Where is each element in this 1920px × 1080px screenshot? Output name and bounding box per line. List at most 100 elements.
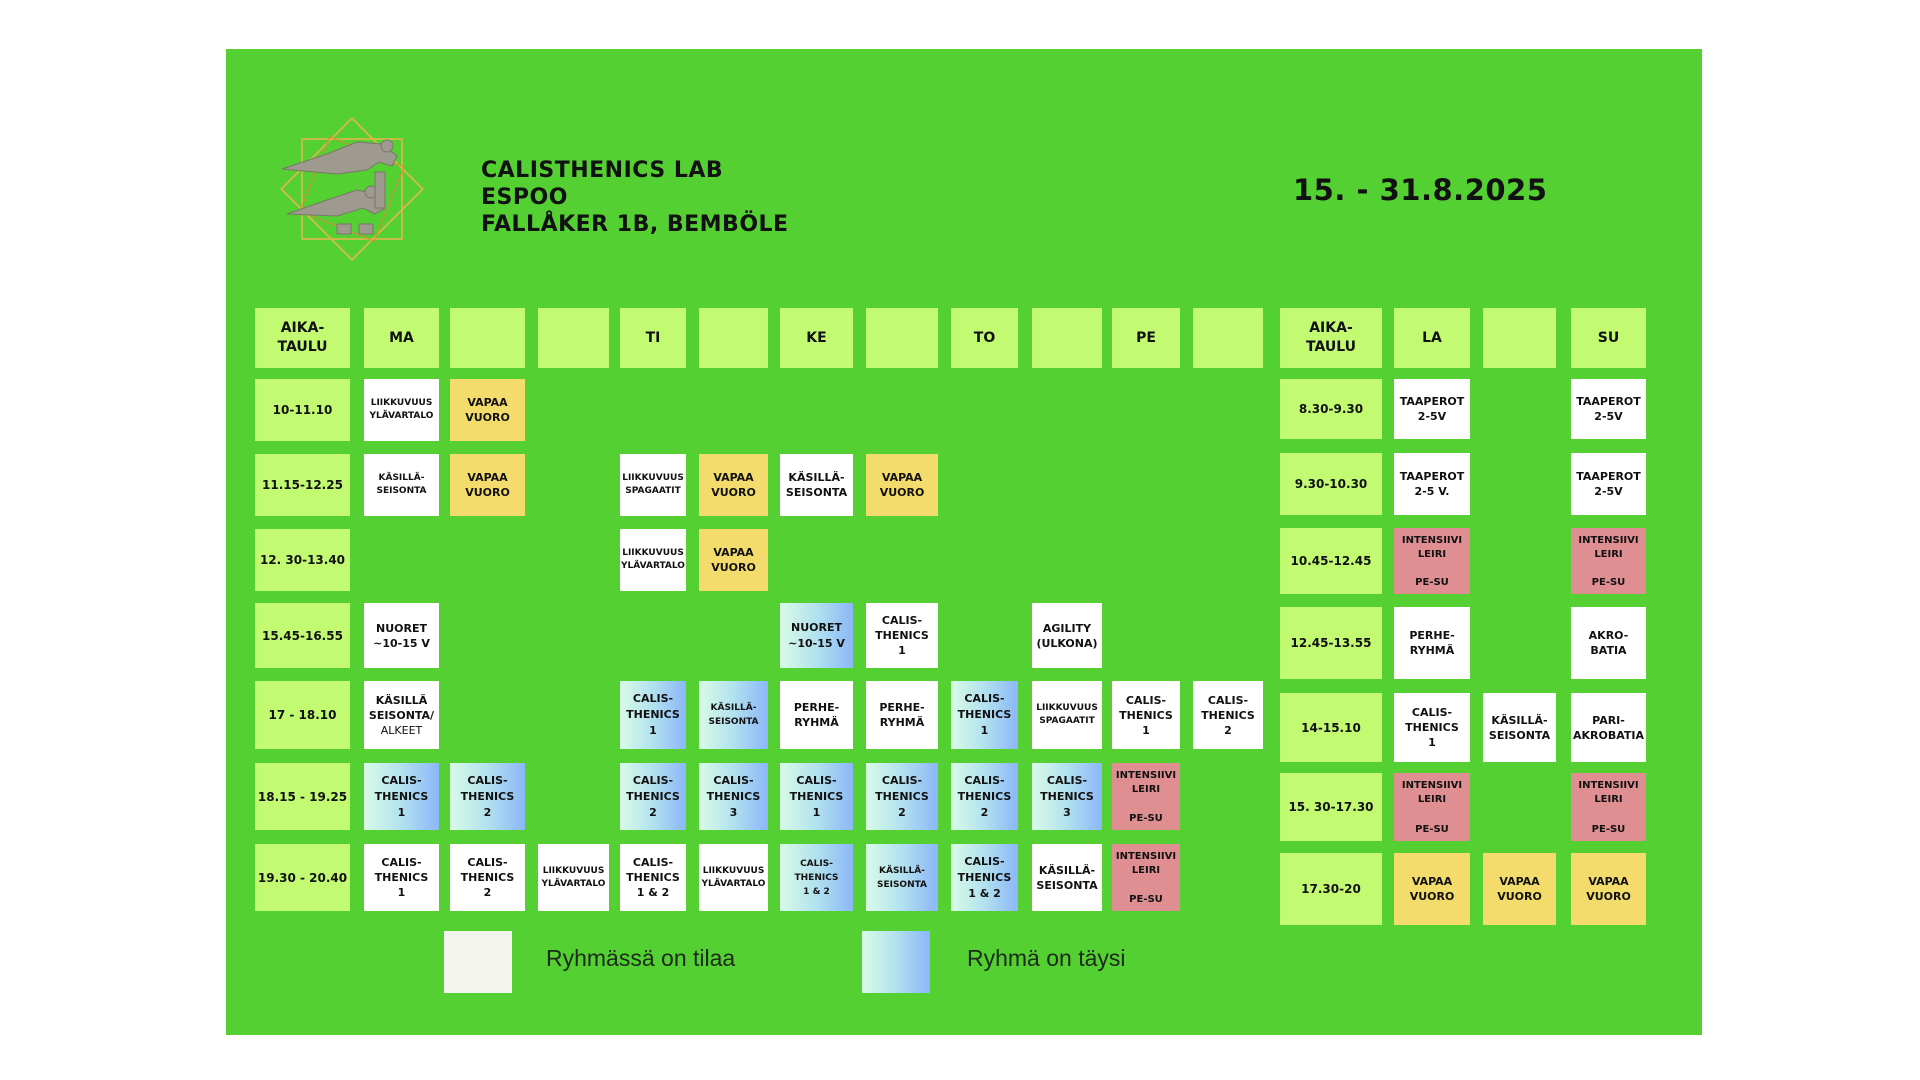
schedule-poster: CALISTHENICS LAB ESPOO FALLÅKER 1B, BEMB… [226,49,1702,1035]
cell-text-line: 15. 30-17.30 [1288,800,1374,814]
cell-text-line: YLÄVARTALO [621,561,685,571]
cell-text-line: THENICS [626,789,680,803]
cell-text-line: THENICS [957,789,1012,803]
weekday-class-cell: KÄSILLÄ- SEISONTA [866,844,938,911]
weekday-class-cell: NUORET~10-15 V [364,603,439,668]
cell-text-line: THENICS [1040,789,1094,803]
cell-text-line: 3 [729,805,738,819]
cell-text-line: VUORO [711,561,756,574]
cell-text-line: LIIKKUVUUS [702,865,765,876]
cell-text-line: SEISONTA [1036,878,1098,892]
cell-text-line: KÄSILLÄ- [879,865,925,876]
cell-text-line: THENICS [374,789,429,803]
cell-text-line: TI [645,329,661,346]
cell-text-line: 11.15-12.25 [262,478,343,492]
cell-text-line: VUORO [879,486,925,499]
weekday-header-10: PE [1112,308,1180,368]
cell-text-line: SEISONTA [876,879,928,890]
cell-text-line: 1 [397,886,406,899]
cell-text-line: 18.15 - 19.25 [257,789,348,804]
cell-text-line: LEIRI [1131,784,1161,795]
class-title: INTENSIIVI LEIRI [1116,769,1176,797]
cell-text-line: SEISONTA/ [368,708,435,722]
title-line-city: ESPOO [481,185,568,210]
class-footer: PE-SU [1415,824,1449,835]
cell-text-line: VAPAA [713,546,754,559]
weekday-time-slot: 10-11.10 [255,379,350,441]
cell-text-line: THENICS [460,789,515,803]
cell-text-line: 3 [1063,805,1071,819]
cell-text-line: 2-5V [1594,485,1623,498]
cell-text-line: THENICS [1201,708,1255,722]
cell-text-line: 12.45-13.55 [1290,636,1372,650]
weekday-header-6: KE [780,308,853,368]
cell-text-line: CALIS- [467,856,508,869]
cell-text-line: NUORET [376,621,427,635]
cell-text-line: VAPAA [467,471,508,484]
legend-full-swatch [862,931,930,993]
cell-text-line: VAPAA [881,471,923,484]
weekend-time-slot: 17.30-20 [1280,853,1382,925]
cell-text-line: VUORO [711,486,756,499]
weekend-header-2 [1483,308,1556,368]
cell-text-line: INTENSIIVI [1115,770,1177,781]
cell-text-line: 17 - 18.10 [268,708,337,722]
weekday-class-cell: KÄSILLÄ-SEISONTA [780,454,853,516]
class-footer: PE-SU [1129,813,1163,824]
cell-text-line: CALIS- [1125,693,1167,707]
weekday-header-7 [866,308,938,368]
cell-text-line: YLÄVARTALO [369,411,434,421]
weekday-time-slot: 12. 30-13.40 [255,529,350,591]
cell-text-line: 2 [483,805,492,819]
cell-text-line: THENICS [957,870,1012,884]
cell-text-line: 2 [649,805,657,819]
title-line-name: CALISTHENICS LAB [481,158,724,183]
class-subtitle: ALKEET [380,723,423,737]
cell-text-line: PERHE- [793,701,840,714]
cell-text-line: KÄSILLÄ- [1491,713,1548,727]
cell-text-line: 2 [483,886,492,899]
cell-text-line: 1 [1428,736,1436,749]
cell-text-line: CALIS- [632,692,674,705]
cell-text-line: 17.30-20 [1301,882,1361,896]
cell-text-line: SPAGAATIT [625,486,681,496]
cell-text-line: INTENSIIVI [1401,780,1463,791]
cell-text-line: 2 [980,805,989,819]
cell-text-line: THENICS [875,629,929,642]
weekday-header-9 [1032,308,1102,368]
class-footer: PE-SU [1129,894,1163,905]
cell-text-line: TAAPEROT [1399,470,1465,483]
cell-text-line: KÄSILLÄ [375,693,428,707]
weekday-header-1: MA [364,308,439,368]
cell-text-line: LEIRI [1594,549,1623,560]
cell-text-line: RYHMÄ [794,716,839,729]
cell-text-line: 1 [397,805,406,819]
cell-text-line: ~10-15 V [788,636,845,650]
weekend-header-1: LA [1394,308,1470,368]
cell-text-line: 1 [812,805,821,819]
cell-text-line: INTENSIIVI [1578,535,1639,546]
date-range: 15. - 31.8.2025 [1293,173,1548,207]
cell-text-line: THENICS [626,871,680,884]
cell-text-line: THENICS [1119,708,1173,722]
calisthenics-logo-icon [280,117,424,261]
weekday-class-cell: KÄSILLÄ-SEISONTA [1032,844,1102,911]
cell-text-line: 2 [1224,723,1232,737]
cell-text-line: SPAGAATIT [1039,716,1095,726]
cell-text-line: INTENSIIVI [1578,780,1639,791]
